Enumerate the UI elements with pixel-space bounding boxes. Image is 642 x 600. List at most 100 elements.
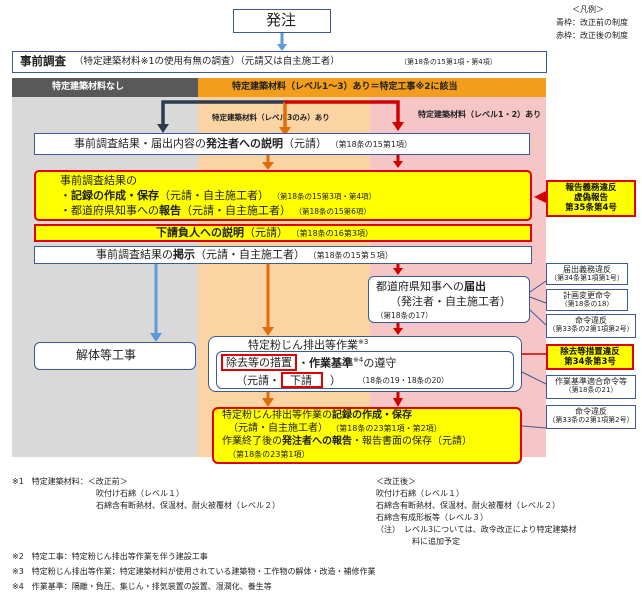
box2-l2ref: （第18条の15第3項・第4項） (272, 192, 377, 201)
record-l3a: 作業終了後の (222, 436, 282, 447)
legend-red: 赤枠：改正後の制度 (556, 31, 628, 40)
box2-line2: ・記録の作成・保存（元請・自主施工者） （第18条の15第3項・第4項） (60, 190, 376, 201)
box2-l2b: 記録の作成・保存 (71, 189, 159, 202)
notify-line1: 都道府県知事への届出 (376, 281, 486, 292)
dust-title: 特定粉じん排出等作業※3 (248, 339, 368, 351)
demolition-label: 解体等工事 (76, 348, 137, 362)
note1-after-1: 吹付け石綿（レベル１） (376, 489, 464, 498)
order1-l2: （第33条の2第1項第2号） (548, 325, 634, 333)
report-violation-box: 報告義務違反 虚偽報告 第35条第4号 (546, 180, 636, 217)
notify-violation-box: 届出義務違反 （第34条第1項第1号） (546, 263, 628, 285)
order-violation-box-2: 命令違反 （第33条の2第1項第2号） (546, 405, 636, 429)
record-line2: （元請・自主施工者） （第18条の23第1項・第2項） (228, 424, 442, 434)
std-order-l2: （第18条の21） (564, 386, 618, 394)
note1-caveat-1: （注） レベル3については、政令改正により特定建築材 (376, 525, 577, 534)
note1-after-3: 石綿含有成形板等（レベル３） (376, 513, 488, 522)
note4: ※4 作業基準：隔離・負圧、集じん・排気装置の設置、湿潤化、養生等 (12, 582, 272, 591)
record-l1b: 記録の作成・保存 (332, 410, 412, 421)
change-order-l2: （第18条の18） (560, 300, 614, 308)
box4-text: 事前調査結果の掲示（元請・自主施工者） （第18条の15第５項） (96, 249, 393, 260)
record-and-report-box (34, 170, 532, 221)
dust-title-sup: ※3 (358, 338, 369, 346)
record-l2ref: （第18条の23第1項・第2項） (331, 424, 442, 433)
box2-l2a: ・ (60, 189, 71, 202)
box1-post: （元請） (283, 137, 327, 150)
removal-violation-l2: 第34条第3号 (564, 357, 616, 367)
box4-bold: 掲示 (173, 248, 195, 261)
box2-line1: 事前調査結果の (60, 174, 137, 187)
record-line1: 特定粉じん排出等作業の記録の作成・保存 (222, 411, 412, 421)
note1-before-2: 石綿含有断熱材、保温材、耐火被覆材（レベル２） (96, 501, 280, 510)
dust-ref: （18条の19・18条の20） (358, 376, 449, 385)
order-box (233, 9, 331, 33)
bg-level3-column (198, 97, 370, 457)
header-none-label: 特定建築材料なし (52, 82, 125, 92)
dust-l2a: （元請・ (236, 374, 280, 387)
box3-post: （元請） (244, 226, 288, 239)
explain-to-subcontractor-box (34, 224, 532, 242)
note1-after-2: 石綿含有断熱材、保温材、耐火被覆材（レベル２） (376, 501, 560, 510)
box3-ref: （第18条の16第3項） (291, 229, 373, 238)
prelim-desc: （特定建築材料※1の使用有無の調査）（元請又は自主施工者） (74, 56, 340, 67)
change-order-box: 計画変更命令 （第18条の18） (546, 289, 628, 311)
header-some (198, 78, 546, 97)
box1-ref: （第18条の15第1項） (330, 140, 412, 149)
work-record-box (212, 407, 522, 464)
demolition-box (34, 342, 196, 370)
dust-l2c: ） (330, 374, 341, 387)
order2-l1: 命令違反 (575, 407, 607, 416)
dust-std-post: の遵守 (363, 356, 397, 370)
dust-std: 作業基準 (309, 356, 353, 370)
explain-to-client-text: 事前調査結果・届出内容の発注者への説明（元請） （第18条の15第1項） (74, 138, 412, 149)
notify-bold: 届出 (464, 280, 486, 293)
note1-head: ※1 特定建築材料：＜改正前＞ (12, 477, 128, 486)
record-l1a: 特定粉じん排出等作業の (222, 410, 332, 421)
notification-box (368, 276, 530, 323)
order-violation-box-1: 命令違反 （第33条の2第1項第2号） (546, 314, 636, 338)
dust-measure: 除去等の措置 (226, 356, 292, 369)
order1-l1: 命令違反 (575, 316, 607, 325)
notify-pre: 都道府県知事への (376, 280, 464, 293)
box1-bold: 発注者への説明 (206, 137, 283, 150)
removal-violation-l1: 除去等措置違反 (560, 347, 620, 357)
box3-bold: 下請負人への説明 (156, 226, 244, 239)
notify-violation-l1: 届出義務違反 (563, 265, 611, 274)
note1-caveat-2: 料に追加予定 (412, 537, 460, 546)
record-l2: （元請・自主施工者） (228, 423, 328, 434)
posting-box (34, 246, 532, 264)
dust-std-text: ・作業基準※4の遵守 (298, 357, 396, 369)
legend-title: ＜凡例＞ (572, 5, 604, 14)
dust-std-sup: ※4 (353, 356, 364, 364)
dust-dot: ・ (298, 356, 309, 370)
branch-level12-label: 特定建築材料（レベル1・2）あり (418, 110, 542, 119)
box3-text: 下請負人への説明（元請） （第18条の16第3項） (156, 227, 373, 238)
box2-l3ref: （第18条の15第6項） (294, 207, 371, 216)
dust-l2b: 下請 (290, 374, 312, 387)
header-none (12, 78, 198, 97)
box1-pre: 事前調査結果・届出内容の (74, 137, 206, 150)
record-line4: （第18条の23第1項） (228, 450, 310, 459)
notify-line2: （発注者・自主施工者） (390, 295, 511, 308)
note1-before-1: 吹付け石綿（レベル１） (96, 489, 184, 498)
branch-level3-label: 特定建築材料（レベル3のみ）あり (212, 113, 330, 122)
box2-l3a: ・都道府県知事への (60, 204, 159, 217)
subcontractor-highlight (281, 372, 323, 388)
note2: ※2 特定工事：特定粉じん排出等作業を伴う建設工事 (12, 552, 208, 561)
bg-none-column (12, 97, 198, 457)
report-violation-l3: 第35条第4号 (565, 203, 617, 213)
header-some-label: 特定建築材料（レベル1～3）あり＝特定工事※2に該当 (232, 82, 458, 92)
note1-after-head: ＜改正後＞ (376, 477, 416, 486)
prelim-survey-box (12, 51, 547, 73)
note3: ※3 特定粉じん排出等作業：特定建築材料が使用されている建築物・工作物の解体・改… (12, 567, 376, 576)
order2-l2: （第33条の2第1項第2号） (548, 416, 634, 424)
std-order-l1: 作業基準適合命令等 (555, 377, 627, 386)
removal-violation-box: 除去等措置違反 第34条第3号 (546, 344, 634, 370)
box2-line3: ・都道府県知事への報告（元請・自主施工者） （第18条の15第6項） (60, 205, 371, 216)
prelim-title: 事前調査 (20, 54, 66, 68)
report-violation-l2: 虚偽報告 (573, 193, 608, 203)
std-order-box: 作業基準適合命令等 （第18条の21） (546, 375, 636, 399)
change-order-l1: 計画変更命令 (563, 291, 611, 300)
box4-post: （元請・自主施工者） (195, 248, 305, 261)
record-l3b: 発注者への報告 (282, 436, 352, 447)
